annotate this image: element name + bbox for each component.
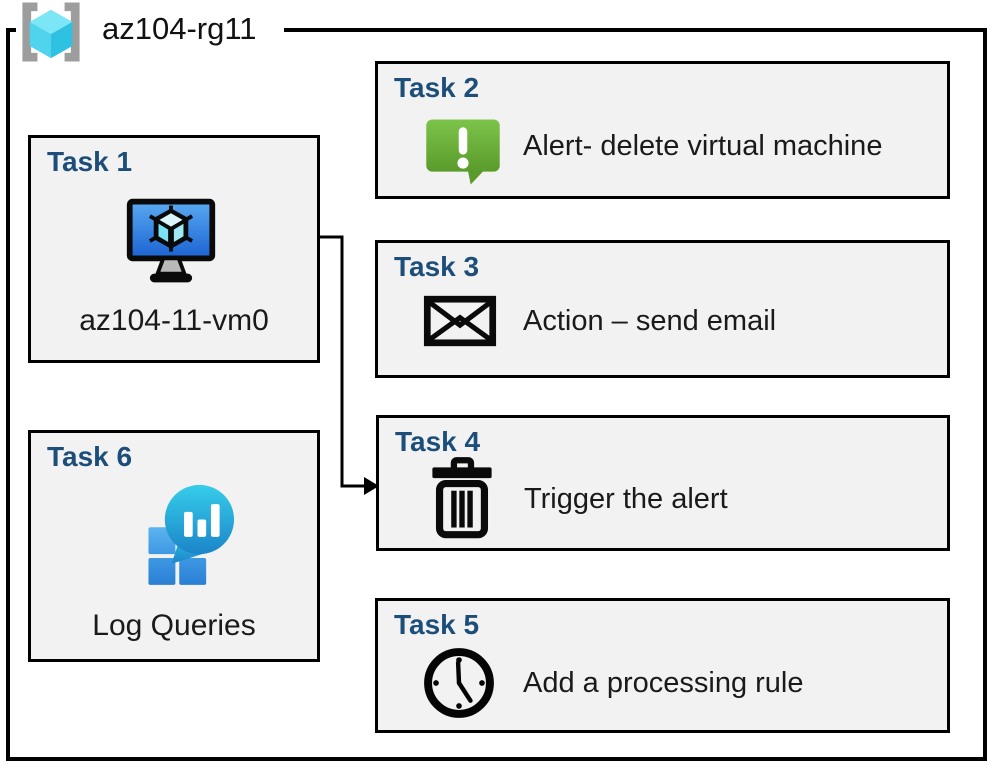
alert-message-icon <box>426 119 500 185</box>
task-2-title: Task 2 <box>394 72 480 103</box>
task-box-1: Task 1 az104-11-vm <box>28 135 320 363</box>
resource-group-header-gap <box>16 24 284 38</box>
virtual-machine-icon <box>126 198 216 283</box>
task-box-5: Task 5 Add a processing rule <box>375 598 950 733</box>
task-6-label: Log Queries <box>92 609 256 642</box>
task-4-title: Task 4 <box>395 426 481 457</box>
task-2-label: Alert- delete virtual machine <box>523 130 883 162</box>
task-box-2: Task 2 Alert- delete virtual machine <box>375 61 950 199</box>
task-6-title: Task 6 <box>47 441 133 472</box>
task-1-label: az104-11-vm0 <box>79 304 269 337</box>
task-box-6: Task 6 Log Queries <box>28 430 320 662</box>
task-1-title: Task 1 <box>47 146 133 177</box>
task-box-3: Task 3 Action – send email <box>375 240 950 378</box>
task-4-label: Trigger the alert <box>524 483 728 515</box>
resource-group-icon <box>22 2 80 62</box>
task-5-label: Add a processing rule <box>523 667 804 699</box>
resource-group-title: az104-rg11 <box>102 11 257 46</box>
task-3-label: Action – send email <box>523 305 777 337</box>
clock-icon <box>424 648 494 718</box>
trash-icon <box>432 457 492 539</box>
log-analytics-icon <box>148 484 235 585</box>
resource-group-frame <box>6 28 987 761</box>
task-box-4: Task 4 Trigger the alert <box>376 415 950 551</box>
email-envelope-icon <box>423 295 497 347</box>
task-5-title: Task 5 <box>394 609 480 640</box>
task-3-title: Task 3 <box>394 251 480 282</box>
